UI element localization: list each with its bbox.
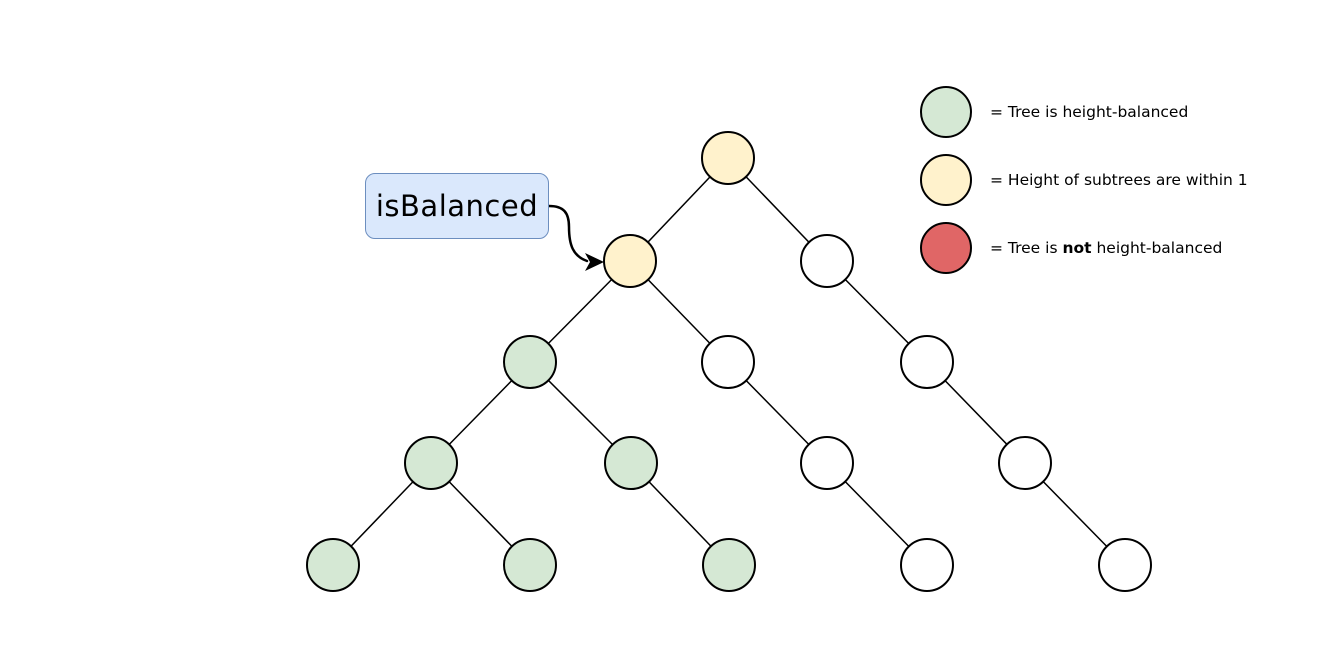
legend-item-balanced: = Tree is height-balanced xyxy=(920,86,1188,138)
tree-node-root xyxy=(701,131,755,185)
tree-node-lr xyxy=(701,335,755,389)
tree-node-lll xyxy=(404,436,458,490)
tree-node-r xyxy=(800,234,854,288)
tree-node-rrr xyxy=(998,436,1052,490)
legend-swatch-balanced xyxy=(920,86,972,138)
legend-label: = Tree is height-balanced xyxy=(990,103,1189,121)
tree-node-llrr xyxy=(702,538,756,592)
callout-arrowhead-icon xyxy=(585,253,604,271)
tree-node-ll xyxy=(503,335,557,389)
tree-node-l xyxy=(603,234,657,288)
tree-node-lllr xyxy=(503,538,557,592)
legend-swatch-within1 xyxy=(920,154,972,206)
isbalanced-callout: isBalanced xyxy=(365,173,549,239)
tree-node-lrr xyxy=(800,436,854,490)
legend-item-within1: = Height of subtrees are within 1 xyxy=(920,154,1248,206)
isbalanced-label: isBalanced xyxy=(375,189,539,223)
tree-node-llr xyxy=(604,436,658,490)
legend-label: = Height of subtrees are within 1 xyxy=(990,171,1248,189)
callout-arrow xyxy=(547,204,589,263)
legend-item-unbalanced: = Tree is not height-balanced xyxy=(920,222,1222,274)
legend-swatch-unbalanced xyxy=(920,222,972,274)
tree-node-lrrr xyxy=(900,538,954,592)
tree-node-rr xyxy=(900,335,954,389)
tree-node-rrrr xyxy=(1098,538,1152,592)
legend-label: = Tree is not height-balanced xyxy=(990,239,1223,257)
tree-node-llll xyxy=(306,538,360,592)
